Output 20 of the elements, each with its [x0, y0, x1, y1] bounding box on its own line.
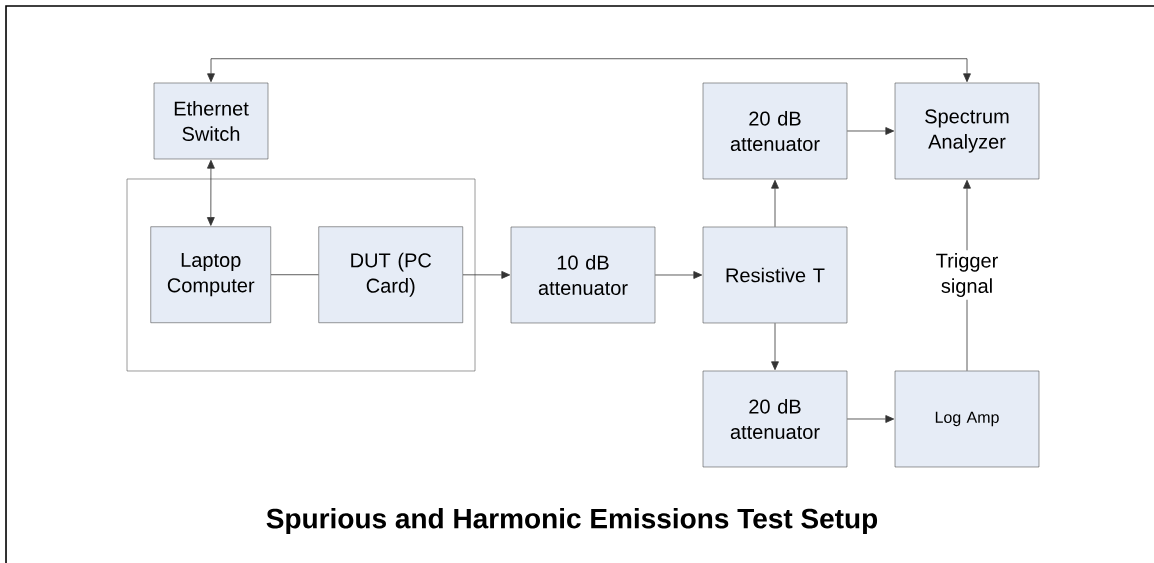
arrow [206, 159, 215, 226]
block-box: 10 dB attenuator [510, 226, 656, 324]
title: Spurious and Harmonic Emissions Test Setup [266, 507, 878, 535]
arrow [771, 322, 779, 371]
arrow [846, 415, 895, 423]
block-box: Laptop Computer [150, 226, 271, 323]
arrow [654, 271, 703, 279]
block-box: 20 dB attenuator [702, 82, 848, 180]
group-box [126, 178, 476, 372]
block-box: 20 dB attenuator [702, 370, 848, 468]
arrow [207, 58, 971, 83]
edge-label: Trigger signal [924, 250, 1010, 300]
block-box: Spectrum Analyzer [894, 82, 1040, 180]
block-box: Log Amp [894, 370, 1040, 468]
arrow [462, 271, 511, 279]
block-box: Ethernet Switch [153, 82, 269, 160]
arrow [771, 179, 779, 228]
block-box: Resistive T [702, 226, 848, 324]
block-box: DUT (PC Card) [318, 226, 463, 323]
arrow [846, 127, 895, 135]
